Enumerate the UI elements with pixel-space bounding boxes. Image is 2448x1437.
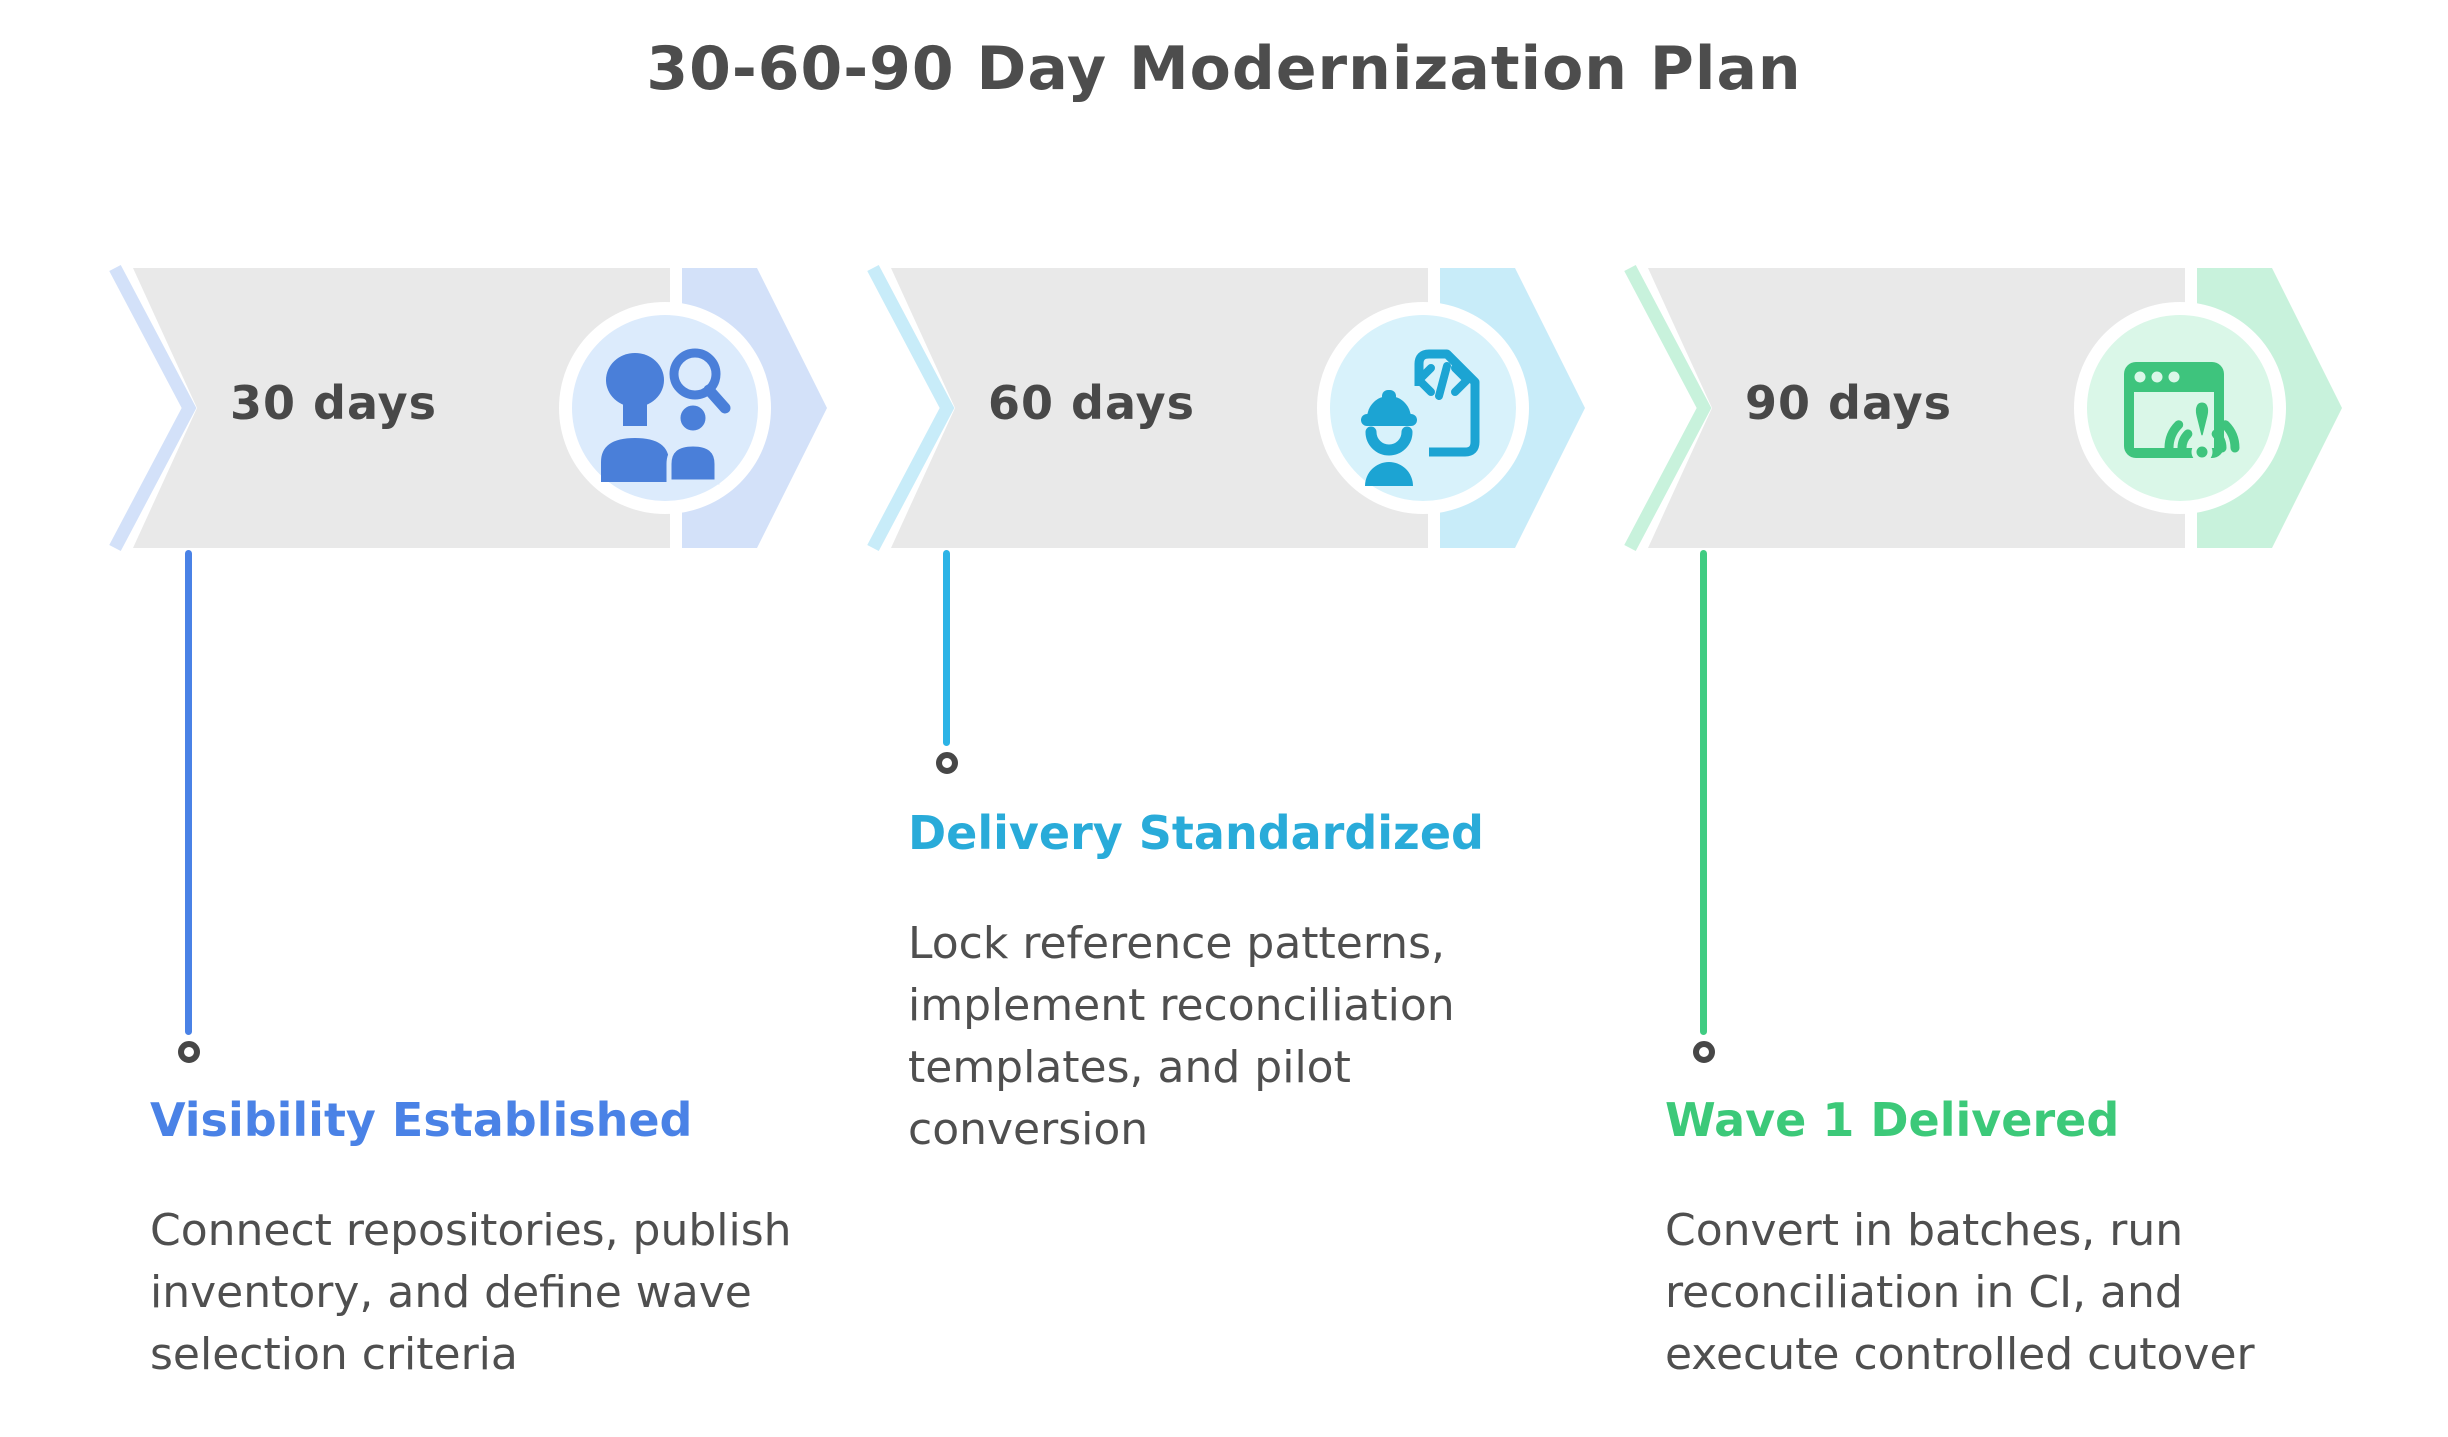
milestone-description: Convert in batches, run reconciliation i… — [1665, 1205, 2255, 1380]
milestone-marker — [1693, 1041, 1715, 1063]
milestone-heading: Delivery Standardized — [908, 806, 1484, 860]
milestone-description: Lock reference patterns, implement recon… — [908, 918, 1455, 1155]
people-search-icon — [601, 348, 731, 485]
chevron-stripe — [867, 264, 955, 552]
milestone-caption: Visibility Established Connect repositor… — [150, 1092, 850, 1386]
banner-band — [1648, 268, 2185, 548]
milestone-caption: Wave 1 Delivered Convert in batches, run… — [1665, 1092, 2365, 1386]
connector-line — [1700, 550, 1707, 1035]
duration-label: 90 days — [1745, 376, 1952, 430]
banner-arrow-30: 30 days — [109, 264, 827, 552]
milestone-marker — [936, 752, 958, 774]
milestone-caption: Delivery Standardized Lock reference pat… — [908, 805, 1608, 1161]
milestone-description: Connect repositories, publish inventory,… — [150, 1205, 792, 1380]
chevron-stripe — [109, 264, 197, 552]
browser-alert-icon — [2124, 362, 2240, 463]
banner-band — [891, 268, 1428, 548]
banner-band — [133, 268, 670, 548]
banner-arrow-90: 90 days — [1624, 264, 2342, 552]
connector-line — [185, 550, 192, 1035]
connector-line — [943, 550, 950, 746]
engineer-code-icon — [1361, 349, 1480, 486]
milestone-heading: Wave 1 Delivered — [1665, 1093, 2120, 1147]
banner-arrow-60: 60 days — [867, 264, 1585, 552]
icon-badge-fill — [1330, 315, 1516, 501]
page-title: 30-60-90 Day Modernization Plan — [646, 34, 1802, 104]
milestone-marker — [178, 1041, 200, 1063]
chevron-stripe — [1624, 264, 1712, 552]
duration-label: 60 days — [988, 376, 1195, 430]
milestone-heading: Visibility Established — [150, 1093, 693, 1147]
duration-label: 30 days — [230, 376, 437, 430]
